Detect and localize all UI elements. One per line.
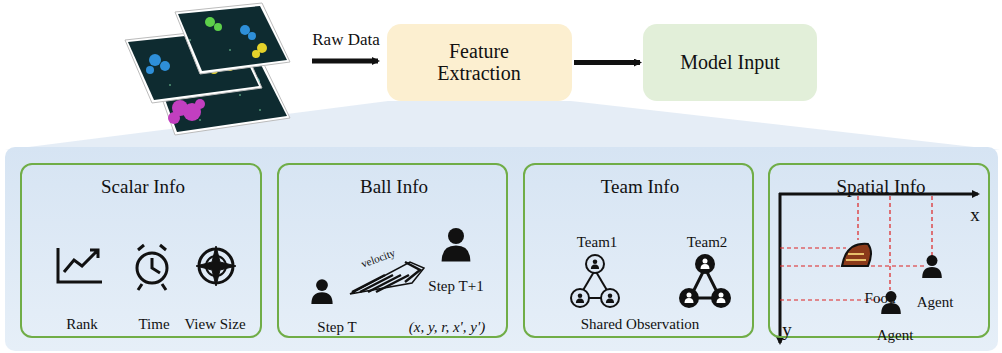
item-label: Time bbox=[138, 316, 169, 333]
item-label: Agent bbox=[877, 327, 914, 344]
box-title: Spatial Info bbox=[836, 177, 925, 198]
item-label: Rank bbox=[66, 316, 98, 333]
arrow-label: Raw Data bbox=[312, 30, 380, 50]
item-label: Step T+1 bbox=[428, 278, 483, 295]
process-box: Feature Extraction bbox=[387, 24, 572, 101]
box-title: Feature Extraction bbox=[419, 40, 539, 84]
item-label: Team2 bbox=[687, 234, 728, 251]
box-title: Team Info bbox=[601, 177, 679, 198]
spatial-axes bbox=[779, 193, 978, 343]
info-panel: Ball Info velocityStep T Step T+1 (x, y, r,… bbox=[277, 163, 508, 338]
info-panel: Scalar InfoRank Time View Size bbox=[20, 163, 262, 338]
item-label: Step T bbox=[317, 319, 356, 336]
item-label: View Size bbox=[184, 316, 245, 333]
box-title: Ball Info bbox=[360, 177, 428, 198]
item-label: Shared Observation bbox=[581, 316, 700, 333]
item-label: Team1 bbox=[577, 234, 618, 251]
info-panel: Spatial InfoxyFoodAgentAgent bbox=[768, 163, 990, 338]
item-label: velocity bbox=[359, 246, 396, 269]
process-box: Model Input bbox=[643, 24, 817, 101]
box-title: Model Input bbox=[675, 51, 785, 73]
team-icons bbox=[571, 254, 731, 308]
raw-data-arrow bbox=[312, 59, 378, 64]
info-panel: Team InfoTeam1 Team2Shared Observation bbox=[523, 163, 754, 338]
item-label: y bbox=[782, 320, 792, 341]
item-label: Food bbox=[865, 290, 896, 307]
item-label: (x, y, r, x', y') bbox=[409, 319, 485, 336]
flow-arrow bbox=[574, 60, 640, 65]
box-title: Scalar Info bbox=[101, 177, 185, 198]
item-label: Agent bbox=[917, 294, 954, 311]
raw-data-maps bbox=[125, 3, 290, 135]
scalar-icons bbox=[58, 245, 236, 290]
item-label: x bbox=[970, 205, 980, 226]
